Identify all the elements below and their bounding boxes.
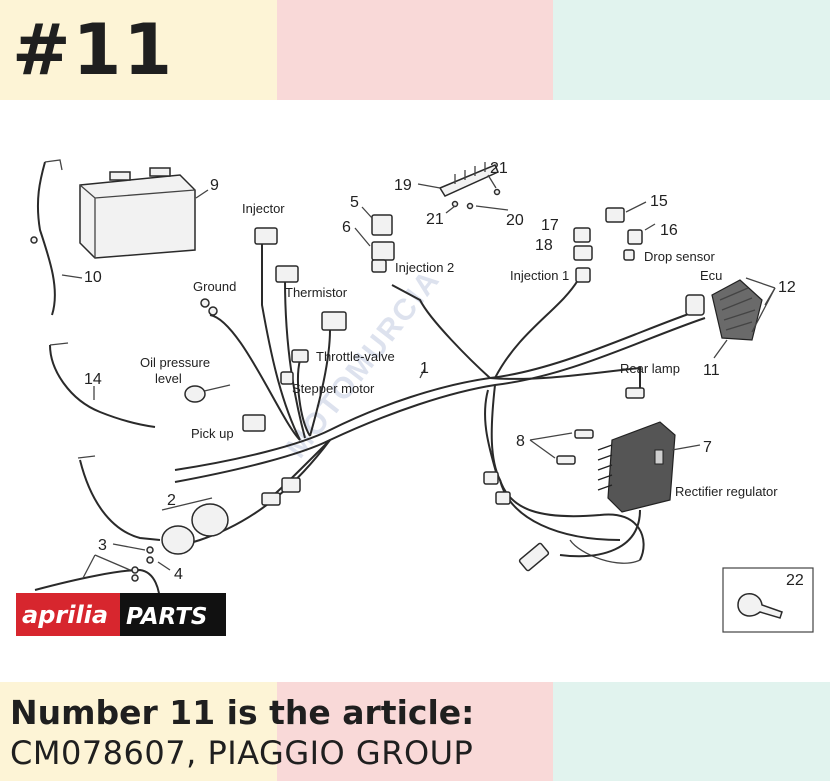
harness-connector-b — [495, 491, 511, 505]
harness-connector-c — [281, 477, 301, 493]
label-throttle-valve: Throttle-valve — [316, 349, 395, 364]
starter-cable-upper — [79, 459, 161, 541]
aprilia-parts-logo: aprilia PARTS — [16, 593, 226, 636]
item-number-badge: #11 — [12, 9, 175, 91]
inset-box-22 — [722, 567, 814, 633]
callout-21-top: 21 — [490, 160, 508, 177]
relay-6 — [371, 241, 395, 261]
callout-15: 15 — [650, 193, 668, 210]
throttle-sensor-connector — [321, 311, 347, 331]
harness-connector-d — [261, 492, 281, 506]
ecu-unit — [685, 279, 763, 341]
regulator-connector — [518, 542, 550, 572]
callout-20: 20 — [506, 212, 524, 229]
throttle-valve-connector — [291, 349, 309, 363]
callout-16: 16 — [660, 222, 678, 239]
rectifier-regulator — [597, 421, 676, 513]
rear-lamp-connector — [625, 387, 645, 399]
callout-22: 22 — [786, 572, 804, 589]
battery-cable — [36, 161, 56, 316]
label-rear-lamp: Rear lamp — [620, 361, 680, 376]
header-mint-block — [553, 0, 830, 100]
relay-bracket — [438, 162, 501, 210]
part-16 — [627, 229, 643, 245]
callout-5: 5 — [350, 194, 359, 211]
part-15 — [605, 207, 625, 223]
callout-12: 12 — [778, 279, 796, 296]
injection-2-connector — [371, 259, 387, 273]
callout-17: 17 — [541, 217, 559, 234]
stepper-motor-connector — [280, 371, 294, 385]
screws — [556, 429, 594, 465]
label-oil-pressure: Oil pressure — [140, 355, 210, 370]
article-headline: Number 11 is the article: — [10, 693, 475, 732]
label-injector: Injector — [242, 201, 285, 216]
label-stepper-motor: Stepper motor — [292, 381, 375, 396]
callout-6: 6 — [342, 219, 351, 236]
footer-mint-block — [553, 682, 830, 781]
callout-1: 1 — [420, 360, 429, 377]
callout-7: 7 — [703, 439, 712, 456]
wiring-harness-diagram: MOTOMURCIA 9 10 14 Injector — [30, 159, 814, 633]
callout-11: 11 — [703, 362, 720, 379]
callout-9: 9 — [210, 177, 219, 194]
ground-cable — [49, 344, 156, 428]
label-pick-up: Pick up — [191, 426, 234, 441]
footer-pink-block — [277, 682, 553, 781]
header-cream-block — [0, 0, 277, 100]
callout-3: 3 — [98, 537, 107, 554]
oil-pressure-sensor — [184, 384, 231, 403]
relay-5 — [371, 214, 393, 236]
callout-18: 18 — [535, 237, 553, 254]
harness-connector-a — [483, 471, 499, 485]
article-code: CM078607, PIAGGIO GROUP — [10, 734, 474, 772]
thermistor-connector — [275, 265, 299, 283]
relay-17 — [573, 227, 591, 243]
label-ecu: Ecu — [700, 268, 722, 283]
injector-connector — [254, 227, 278, 245]
logo-suffix-text: PARTS — [126, 604, 207, 630]
callout-14: 14 — [84, 371, 102, 388]
label-ground: Ground — [193, 279, 236, 294]
battery — [79, 167, 196, 259]
starter-solenoid — [161, 503, 229, 555]
injection-1-connector — [575, 267, 591, 283]
drop-sensor — [623, 249, 635, 261]
header-pink-block — [277, 0, 553, 100]
header-band: #11 — [0, 0, 830, 100]
label-drop-sensor: Drop sensor — [644, 249, 715, 264]
label-oil-pressure-level: level — [155, 371, 182, 386]
label-injection-2: Injection 2 — [395, 260, 454, 275]
callout-21-bottom: 21 — [426, 211, 444, 228]
footer-cream-block — [0, 682, 277, 781]
pickup-connector — [242, 414, 266, 432]
label-rectifier-regulator: Rectifier regulator — [675, 484, 778, 499]
logo-brand-text: aprilia — [22, 601, 108, 629]
callout-8: 8 — [516, 433, 525, 450]
label-injection-1: Injection 1 — [510, 268, 569, 283]
callout-2: 2 — [167, 492, 176, 509]
callout-10: 10 — [84, 269, 102, 286]
relay-18 — [573, 245, 593, 261]
callout-4: 4 — [174, 566, 183, 583]
ground-terminals — [200, 298, 218, 316]
label-thermistor: Thermistor — [285, 285, 348, 300]
footer-band — [0, 682, 830, 781]
callout-19: 19 — [394, 177, 412, 194]
